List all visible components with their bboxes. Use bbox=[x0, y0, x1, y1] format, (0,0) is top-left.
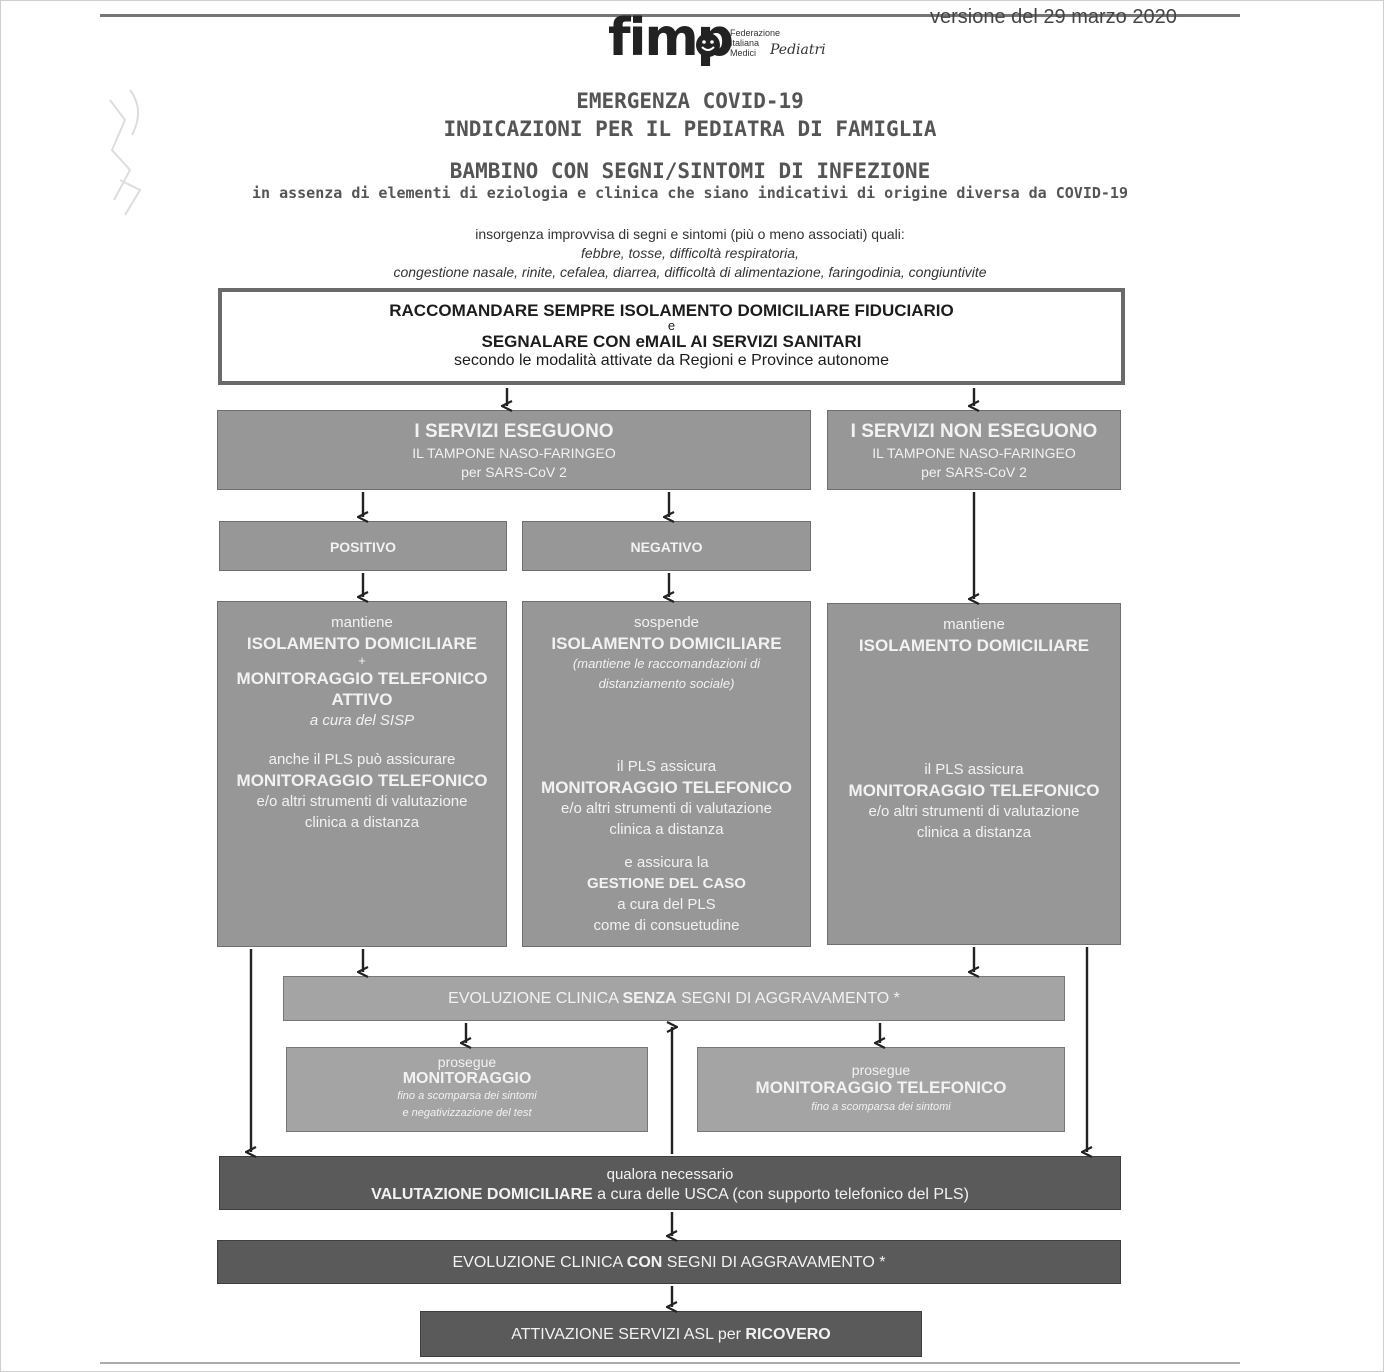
smiley-logo-icon bbox=[696, 33, 720, 57]
symptoms-intro: insorgenza improvvisa di segni e sintomi… bbox=[393, 226, 987, 280]
title-line-3: BAMBINO CON SEGNI/SINTOMI DI INFEZIONE bbox=[449, 159, 931, 183]
servizi-eseguono-box: I SERVIZI ESEGUONO IL TAMPONE NASO-FARIN… bbox=[217, 410, 811, 490]
version-label: versione del 29 marzo 2020 bbox=[930, 6, 1177, 28]
title-line-1: EMERGENZA COVID-19 bbox=[576, 89, 804, 113]
logo-script-text: Pediatri bbox=[770, 42, 826, 58]
positivo-box: POSITIVO bbox=[219, 521, 507, 571]
recommend-isolation-box: RACCOMANDARE SEMPRE ISOLAMENTO DOMICILIA… bbox=[218, 288, 1125, 385]
valutazione-domiciliare-box: qualora necessario VALUTAZIONE DOMICILIA… bbox=[219, 1156, 1121, 1210]
attivazione-ricovero-box: ATTIVAZIONE SERVIZI ASL per RICOVERO bbox=[420, 1311, 922, 1357]
title-line-2: INDICAZIONI PER IL PEDIATRA DI FAMIGLIA bbox=[443, 117, 937, 141]
positivo-isolation-box: mantiene ISOLAMENTO DOMICILIARE + MONITO… bbox=[217, 601, 507, 947]
prosegue-monitoraggio-telefonico-box: prosegue MONITORAGGIO TELEFONICO fino a … bbox=[697, 1047, 1065, 1132]
logo-subtitle: Federazione Italiana Medici bbox=[730, 28, 781, 58]
servizi-non-eseguono-box: I SERVIZI NON ESEGUONO IL TAMPONE NASO-F… bbox=[827, 410, 1121, 490]
negativo-isolation-box: sospende ISOLAMENTO DOMICILIARE (mantien… bbox=[522, 601, 811, 947]
handwriting-mark bbox=[109, 89, 142, 216]
non-eseguono-isolation-box: mantiene ISOLAMENTO DOMICILIARE il PLS a… bbox=[827, 603, 1121, 945]
title-line-4: in assenza di elementi di eziologia e cl… bbox=[252, 184, 1128, 202]
prosegue-monitoraggio-box: prosegue MONITORAGGIO fino a scomparsa d… bbox=[286, 1047, 648, 1132]
evoluzione-senza-box: EVOLUZIONE CLINICA SENZA SEGNI DI AGGRAV… bbox=[283, 976, 1065, 1021]
